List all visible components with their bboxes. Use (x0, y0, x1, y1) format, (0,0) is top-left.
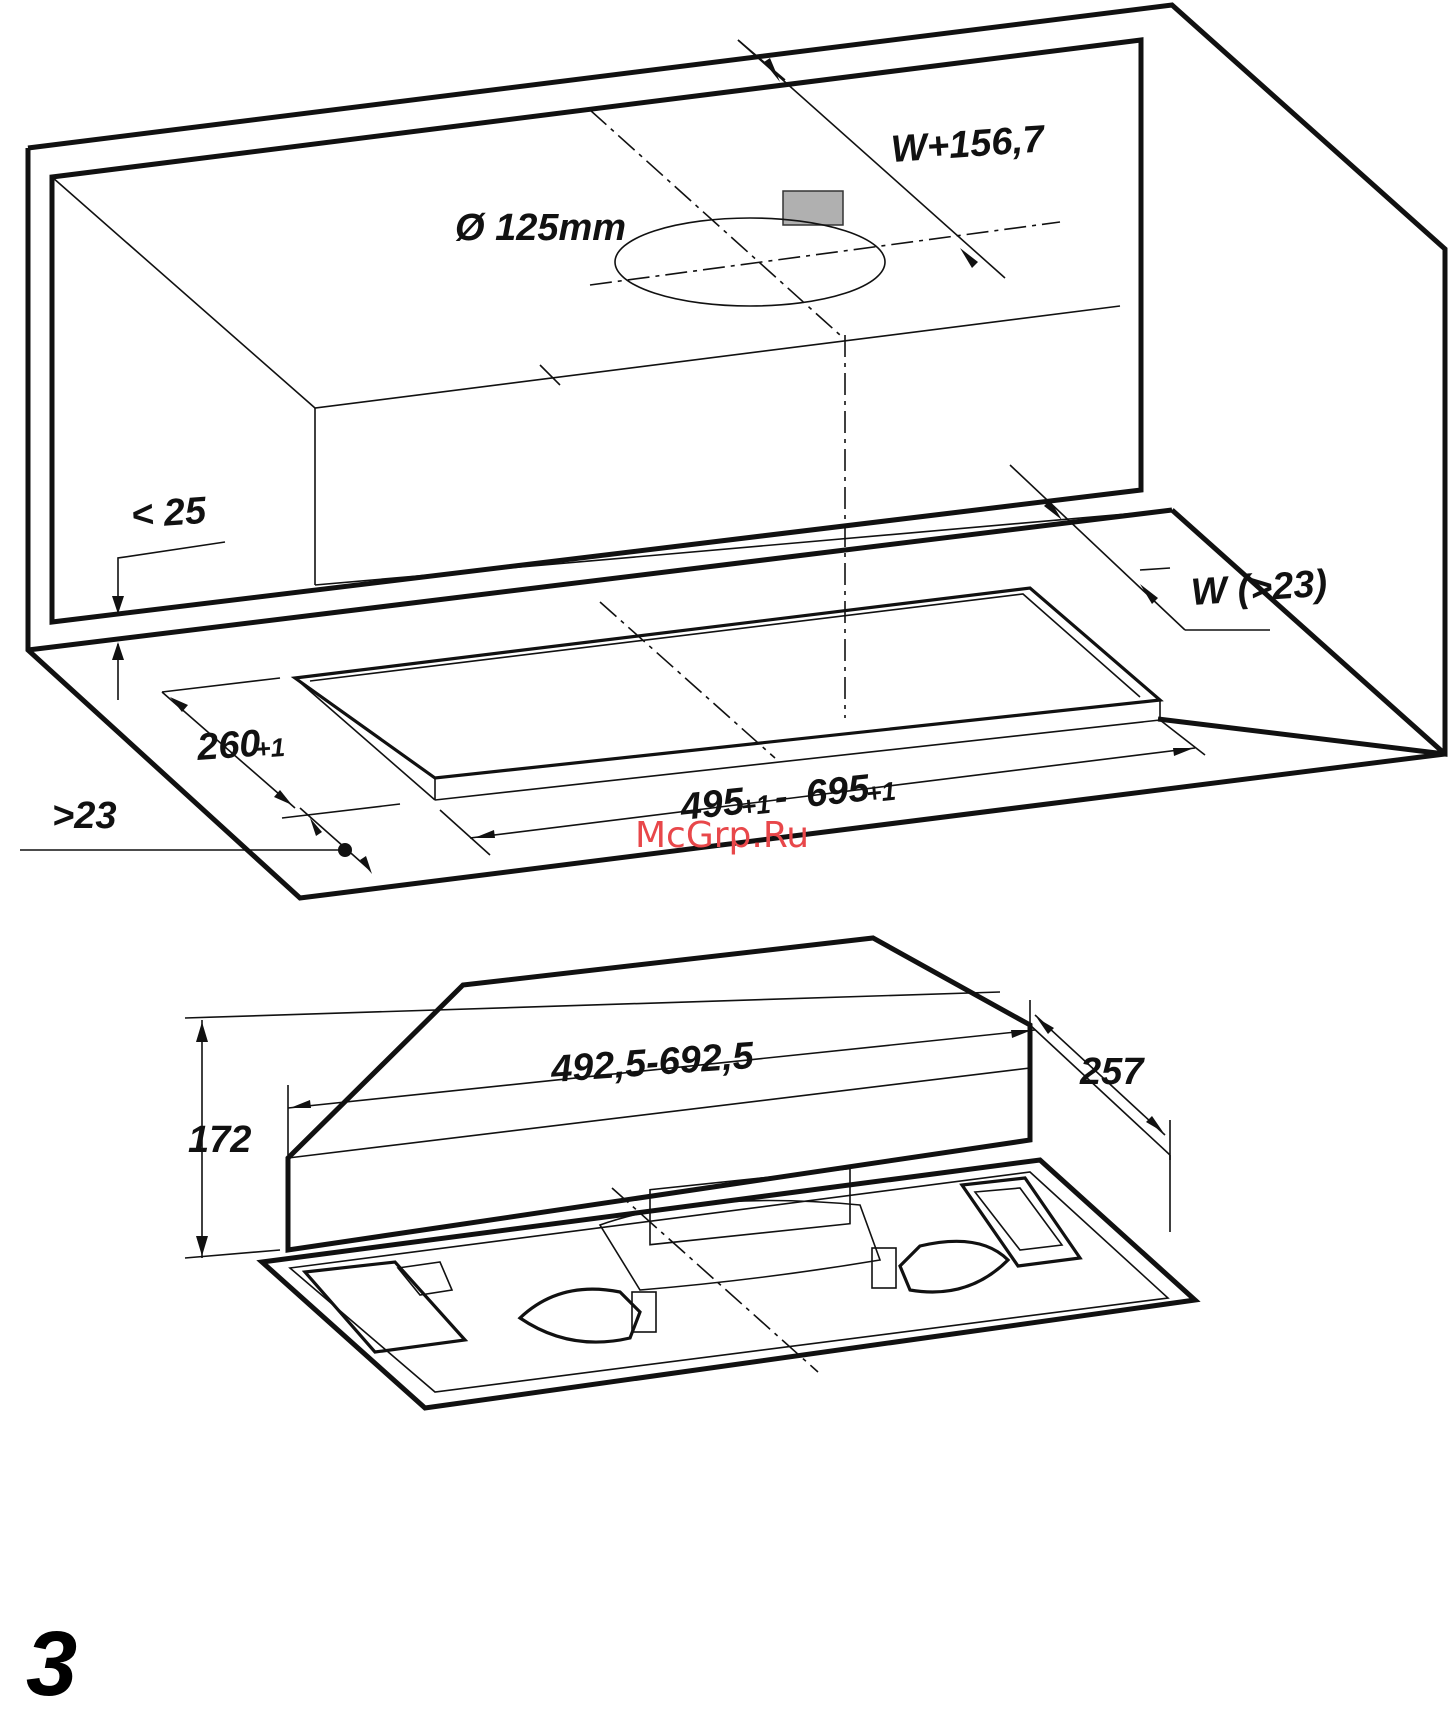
hood-ext-top (185, 992, 1000, 1018)
dim-gt23-arrow-bottom (360, 856, 372, 874)
right-bulb-icon (900, 1241, 1008, 1292)
hood-drawing (185, 938, 1195, 1408)
cutout-left-edge (295, 678, 435, 800)
cabinet-front-frame (28, 5, 1445, 754)
hood-height-ext-bottom (185, 1250, 280, 1258)
hood-tray (262, 1160, 1195, 1408)
right-socket (872, 1248, 896, 1288)
label-lt25: < 25 (130, 490, 209, 537)
tick-mark (540, 365, 560, 385)
dim-width-ext-left (440, 810, 490, 855)
label-width-b: 695 (804, 767, 872, 815)
hood-centerline (612, 1188, 818, 1372)
hood-body (288, 938, 1030, 1250)
label-260-group: 260 +1 (195, 721, 286, 769)
label-w-plus: W+156,7 (890, 118, 1048, 171)
dim-width-arrow-left (474, 830, 495, 838)
watermark: McGrp.Ru (635, 815, 809, 856)
dim-gt23-line (300, 808, 370, 870)
label-width-sep: - (762, 775, 800, 820)
label-gt23: >23 (52, 795, 116, 837)
hood-width-arrow-left (290, 1100, 311, 1108)
dim-lt25-arrow-up (112, 642, 124, 660)
hood-height-arrow-top (196, 1022, 208, 1042)
label-width-b-tol: +1 (865, 776, 898, 809)
hood-depth-arrow-top (1037, 1018, 1054, 1034)
duct-hole-125 (615, 218, 885, 306)
label-260-tol: +1 (254, 732, 286, 764)
dim-w-plus-arrow-top (764, 58, 780, 82)
dim-260-ext (162, 678, 280, 692)
label-diameter: Ø 125mm (455, 207, 626, 249)
dim-260-ext2 (282, 804, 400, 818)
cabinet-bottom-right-edge (1172, 510, 1445, 754)
label-hood-width: 492,5-692,5 (549, 1035, 756, 1091)
cutout-outline (295, 588, 1160, 778)
left-latch (305, 1262, 465, 1352)
centerline-horiz (590, 222, 1060, 285)
left-bulb-icon (520, 1289, 640, 1342)
dim-260-arrow-top (170, 697, 188, 712)
left-latch-detail (398, 1262, 452, 1295)
cabinet-inner-back-bottom (315, 510, 1172, 585)
page-number: 3 (26, 1613, 77, 1715)
hood-height-arrow-bottom (196, 1236, 208, 1256)
hood-depth-arrow-bottom (1146, 1116, 1163, 1132)
label-w-gt23: W (>23) (1190, 563, 1329, 614)
cutout-inner (310, 594, 1140, 697)
cutout-lip-bottom (435, 720, 1160, 800)
right-latch-inner (975, 1188, 1062, 1250)
dim-gt23-arrow-top (310, 818, 322, 836)
label-hood-depth: 257 (1079, 1051, 1145, 1093)
label-260: 260 (195, 723, 262, 769)
dim-w23-ext (1140, 568, 1170, 570)
centerline-diag-2 (600, 602, 775, 758)
label-hood-height: 172 (188, 1119, 251, 1161)
dim-gt23-dot (338, 843, 352, 857)
dim-width-arrow-right (1173, 748, 1194, 756)
